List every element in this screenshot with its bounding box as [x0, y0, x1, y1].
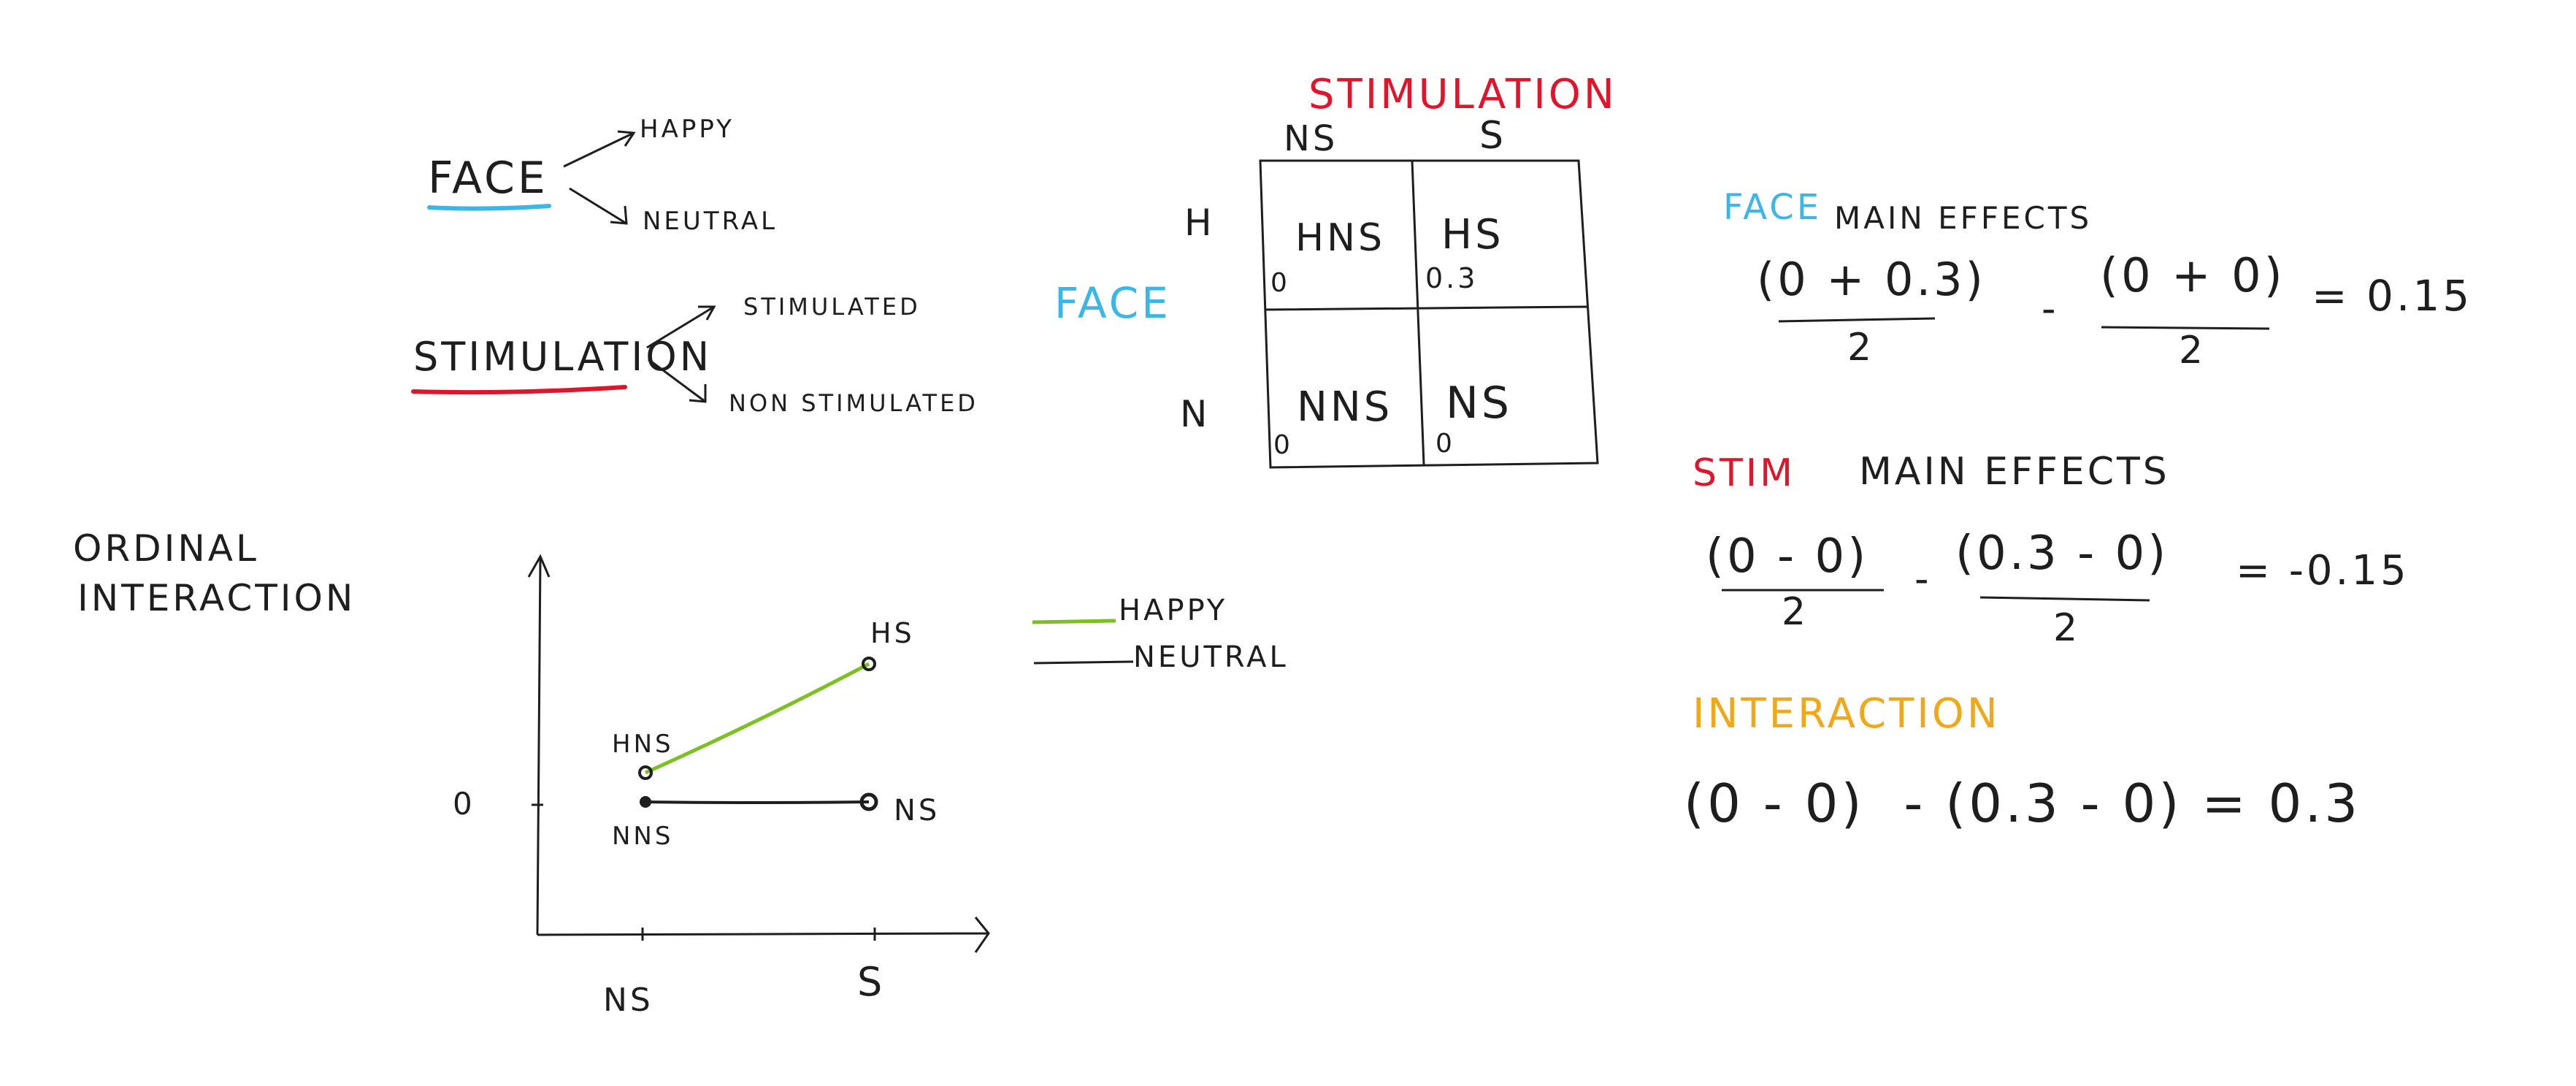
stim-fraction-bar-2: [1979, 596, 2150, 602]
non-stimulated-level-label: NON STIMULATED: [729, 389, 978, 417]
point-ns: [859, 792, 878, 811]
legend-label-happy: HAPPY: [1119, 594, 1228, 627]
y-tick-label-0: 0: [453, 786, 475, 822]
table-grid: [1259, 159, 1599, 469]
face-effects-suffix: MAIN EFFECTS: [1834, 200, 2093, 236]
cell-hns-value: 0: [1270, 268, 1290, 298]
stim-denominator-1: 2: [1782, 590, 1809, 634]
plot-title-line2: INTERACTION: [77, 577, 356, 619]
face-fraction-bar-1: [1778, 317, 1936, 323]
x-tick-label-s: S: [857, 959, 886, 1005]
table-col-header-s: S: [1479, 114, 1507, 158]
table-row-header-h: H: [1184, 202, 1215, 244]
interaction-formula: (0 - 0) - (0.3 - 0) = 0.3: [1684, 773, 2361, 834]
stim-effects-suffix: MAIN EFFECTS: [1859, 450, 2170, 494]
x-axis: [537, 917, 990, 953]
table-face-row-title: FACE: [1054, 278, 1171, 328]
point-hns: [638, 765, 653, 780]
legend-swatch-neutral: [1033, 660, 1134, 665]
stim-numerator-1: (0 - 0): [1706, 529, 1869, 584]
x-tick-label-ns: NS: [603, 982, 653, 1019]
face-effects-title: FACE: [1723, 187, 1822, 228]
legend-swatch-happy: [1032, 619, 1116, 624]
face-numerator-1: (0 + 0.3): [1757, 253, 1986, 306]
cell-ns-label: NS: [1446, 378, 1512, 429]
point-label-nns: NNS: [612, 822, 674, 851]
stimulation-underline: [411, 385, 627, 395]
stim-effects-title: STIM: [1693, 451, 1795, 495]
arrow-to-non-stimulated: [648, 358, 707, 403]
stimulated-level-label: STIMULATED: [743, 293, 921, 321]
cell-nns-label: NNS: [1297, 383, 1393, 431]
series-line-happy: [644, 662, 870, 775]
face-fraction-bar-2: [2101, 326, 2270, 330]
table-row-header-n: N: [1180, 393, 1211, 435]
point-nns: [640, 796, 651, 808]
cell-hns-label: HNS: [1295, 216, 1386, 260]
face-denominator-1: 2: [1847, 326, 1875, 370]
arrow-to-neutral: [569, 187, 628, 225]
face-underline: [427, 204, 551, 211]
table-stimulation-title: STIMULATION: [1308, 71, 1617, 118]
legend-label-neutral: NEUTRAL: [1133, 640, 1289, 674]
face-result: = 0.15: [2312, 271, 2473, 321]
cell-nns-value: 0: [1273, 430, 1293, 460]
series-line-neutral: [645, 800, 870, 804]
cell-hs-label: HS: [1441, 211, 1504, 259]
face-numerator-2: (0 + 0): [2100, 249, 2285, 303]
stim-numerator-2: (0.3 - 0): [1955, 527, 2169, 581]
face-denominator-2: 2: [2179, 329, 2207, 372]
plot-title-line1: ORDINAL: [73, 527, 259, 570]
stim-result: = -0.15: [2236, 547, 2410, 594]
interaction-title: INTERACTION: [1693, 690, 2001, 738]
point-label-hns: HNS: [612, 730, 674, 759]
arrow-to-happy: [563, 130, 636, 168]
face-minus: -: [2042, 286, 2059, 332]
arrow-to-stimulated: [646, 305, 716, 349]
stim-minus: -: [1914, 556, 1932, 602]
neutral-level-label: NEUTRAL: [643, 207, 778, 236]
point-label-ns: NS: [894, 794, 940, 827]
happy-level-label: HAPPY: [640, 115, 735, 144]
cell-ns-value: 0: [1435, 429, 1455, 459]
stim-denominator-2: 2: [2053, 606, 2081, 650]
point-hs: [862, 657, 876, 671]
cell-hs-value: 0.3: [1425, 262, 1479, 294]
y-axis: [527, 554, 551, 936]
table-col-header-ns: NS: [1284, 118, 1338, 159]
stimulation-label: STIMULATION: [413, 334, 713, 380]
point-label-hs: HS: [870, 617, 915, 649]
face-label: FACE: [428, 153, 548, 204]
